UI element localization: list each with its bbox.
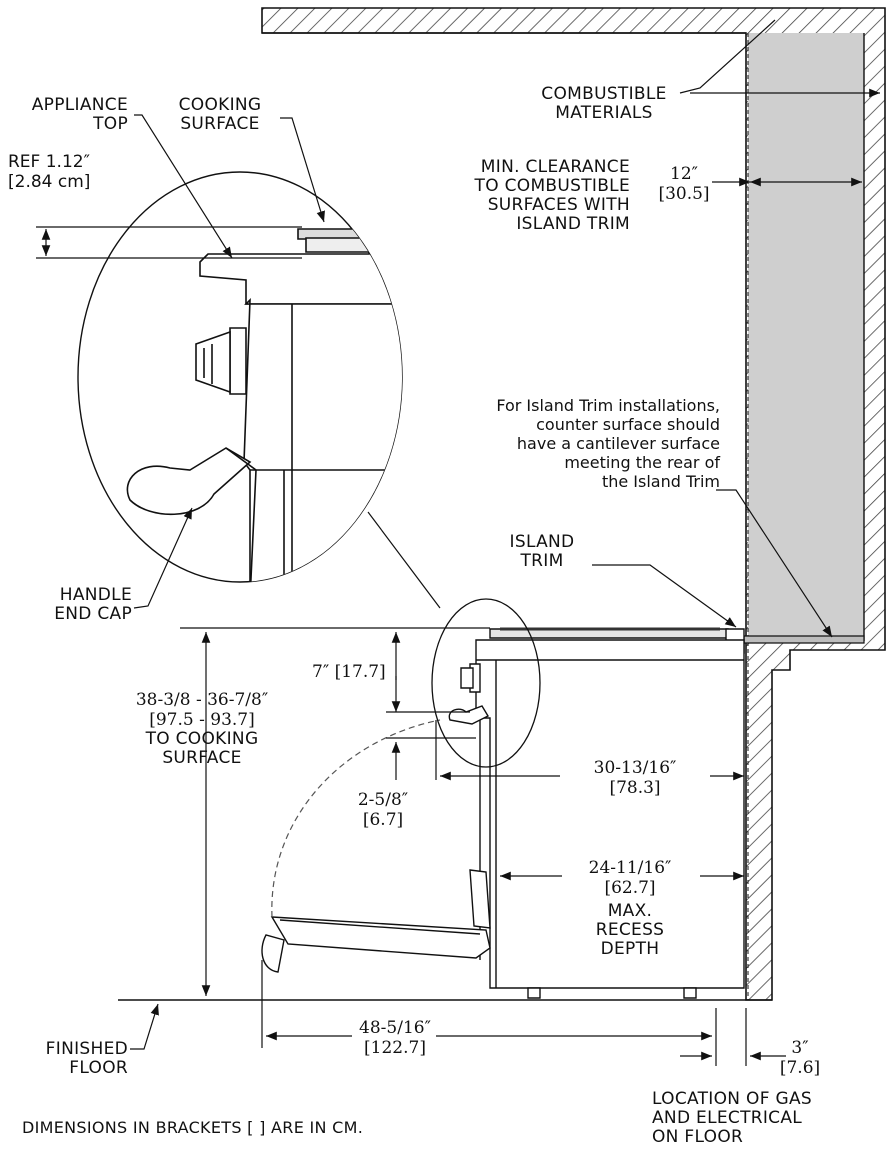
clearance-line4: ISLAND TRIM (516, 214, 630, 234)
height-line2: [97.5 - 93.7] (149, 710, 255, 730)
leader-lines (130, 20, 880, 1049)
gas-line3: ON FLOOR (652, 1127, 744, 1147)
two-five-eighths-label: 2-5/8″ [6.7] (348, 790, 418, 830)
handle-end-cap-label: HANDLE END CAP (4, 586, 132, 624)
detail-leader (368, 512, 440, 608)
combustible-line1: COMBUSTIBLE (541, 84, 667, 104)
note-line4: meeting the rear of (564, 453, 720, 472)
gas-line2: AND ELECTRICAL (652, 1108, 803, 1128)
gas-line1: LOCATION OF GAS (652, 1089, 812, 1109)
depth-line2: [78.3] (609, 778, 661, 798)
detail-circle-small (432, 599, 540, 767)
combustible-wall (262, 8, 885, 1000)
finished-floor-label: FINISHED FLOOR (8, 1040, 128, 1078)
cooking-surface-label: COOKING SURFACE (160, 96, 280, 134)
height-line3: TO COOKING (145, 729, 259, 749)
note-line2: counter surface should (536, 415, 720, 434)
note-line3: have a cantilever surface (516, 434, 720, 453)
island-trim-label: ISLAND TRIM (492, 533, 592, 571)
clearance-line3: SURFACES WITH (487, 195, 630, 215)
note-line5: the Island Trim (601, 472, 720, 491)
clear-dim-line2: [30.5] (658, 184, 710, 204)
handle-line2: END CAP (54, 604, 132, 624)
dimension-lines (36, 177, 862, 1066)
cooking-surface-line2: SURFACE (180, 114, 260, 134)
height-dimension-label: 38-3/8 - 36-7/8″ [97.5 - 93.7] TO COOKIN… (104, 690, 300, 768)
door-swing-arc (272, 720, 440, 917)
clearance-line2: TO COMBUSTIBLE (474, 176, 630, 196)
recess-line2: [62.7] (604, 878, 656, 898)
combustible-line2: MATERIALS (555, 103, 653, 123)
recess-depth-label: 24-11/16″ [62.7] MAX. RECESS DEPTH (560, 858, 700, 959)
ref-dimension-label: REF 1.12″ [2.84 cm] (8, 152, 90, 192)
ref-line1: REF 1.12″ (8, 152, 90, 172)
handle-line1: HANDLE (59, 585, 132, 605)
clearance-dimension-label: 12″ [30.5] (652, 164, 716, 204)
note-line1: For Island Trim installations, (496, 396, 720, 415)
height-line4: SURFACE (162, 748, 242, 768)
ref-line2: [2.84 cm] (8, 172, 91, 192)
floor-line2: FLOOR (69, 1058, 128, 1078)
cooking-surface-line1: COOKING (178, 95, 262, 115)
recess-line4: RECESS (595, 920, 665, 940)
island-trim-note: For Island Trim installations, counter s… (420, 396, 720, 491)
appliance-top-line1: APPLIANCE (31, 95, 128, 115)
recess-line3: MAX. (607, 901, 653, 921)
recess-line1: 24-11/16″ (588, 858, 672, 878)
two-five-line2: [6.7] (362, 810, 404, 830)
depth-line1: 30-13/16″ (593, 758, 677, 778)
seven-inch-label: 7″ [17.7] (312, 662, 386, 682)
recess-line5: DEPTH (600, 939, 660, 959)
three-line1: 3″ (791, 1038, 809, 1058)
appliance-top-line2: TOP (93, 114, 128, 134)
island-trim-line1: ISLAND (509, 532, 575, 552)
two-five-line1: 2-5/8″ (357, 790, 409, 810)
gas-electrical-label: LOCATION OF GAS AND ELECTRICAL ON FLOOR (652, 1090, 812, 1147)
clearance-line1: MIN. CLEARANCE (480, 157, 630, 177)
height-line1: 38-3/8 - 36-7/8″ (135, 690, 269, 710)
door-line1: 48-5/16″ (359, 1018, 431, 1038)
overall-depth-label: 30-13/16″ [78.3] (560, 758, 710, 798)
min-clearance-label: MIN. CLEARANCE TO COMBUSTIBLE SURFACES W… (430, 158, 630, 234)
floor-line1: FINISHED (45, 1039, 128, 1059)
door-clearance-label: 48-5/16″ [122.7] (340, 1018, 450, 1058)
range-appliance (262, 629, 744, 998)
island-trim-line2: TRIM (520, 551, 564, 571)
combustible-materials-label: COMBUSTIBLE MATERIALS (524, 85, 684, 123)
three-line2: [7.6] (779, 1058, 821, 1078)
door-line2: [122.7] (364, 1038, 426, 1058)
clear-dim-line1: 12″ (670, 164, 698, 184)
appliance-top-label: APPLIANCE TOP (8, 96, 128, 134)
three-inch-label: 3″ [7.6] (770, 1038, 830, 1078)
footer-note: DIMENSIONS IN BRACKETS [ ] ARE IN CM. (22, 1118, 364, 1137)
